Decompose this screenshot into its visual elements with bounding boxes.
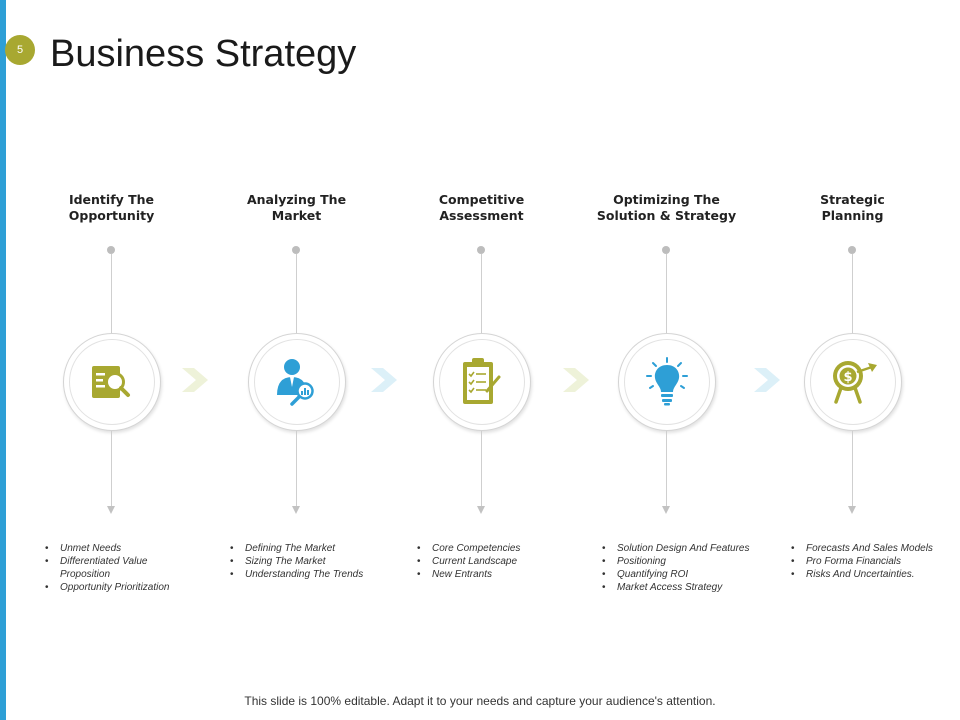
list-item: Forecasts And Sales Models [791,542,941,555]
icon-circle-inner: $ [809,339,896,425]
step-title-line1: Competitive [438,192,525,207]
list-item: New Entrants [417,568,567,581]
connector-line-bottom [110,431,112,507]
connector-dot [662,246,670,254]
list-item: Positioning [602,555,752,568]
icon-circle: $ [803,333,902,431]
list-item: Risks And Uncertainties. [791,568,941,581]
connector-dot [477,246,485,254]
icon-circle [617,333,716,431]
icon-circle-inner [623,339,710,425]
connector-line-bottom [665,431,667,507]
arrow-down-icon [107,506,115,514]
arrow-down-icon [292,506,300,514]
footer-note: This slide is 100% editable. Adapt it to… [244,694,716,708]
list-item: Quantifying ROI [602,568,752,581]
connector-line-top [110,254,112,334]
lightbulb-icon [645,357,688,406]
step-title-line2: Planning [821,208,884,223]
icon-circle-inner [438,339,525,425]
arrow-down-icon [662,506,670,514]
list-item: Sizing The Market [230,555,380,568]
connector-line-top [480,254,482,334]
connector-line-top [665,254,667,334]
step-strategic-planning: Strategic Planning $ Forecasts And Sales… [760,0,945,720]
connector-line-top [851,254,853,334]
arrow-down-icon [848,506,856,514]
connector-dot [107,246,115,254]
step-title-line2: Market [271,208,322,223]
list-item: Core Competencies [417,542,567,555]
person-analysis-icon [276,359,314,406]
step-bullet-list: Defining The Market Sizing The Market Un… [230,542,380,581]
step-competitive-assessment: Competitive Assessment Core Competencies… [389,0,574,720]
document-search-icon [91,366,130,398]
list-item: Unmet Needs [45,542,195,555]
step-title: Strategic Planning [760,192,945,224]
icon-circle [432,333,531,431]
step-identify-opportunity: Identify The Opportunity Unmet Needs Dif… [19,0,204,720]
left-accent-bar [0,0,6,720]
step-title: Optimizing The Solution & Strategy [574,192,759,224]
icon-circle [247,333,346,431]
step-title: Identify The Opportunity [19,192,204,224]
icon-circle-inner [68,339,155,425]
connector-line-top [295,254,297,334]
step-title-line1: Identify The [68,192,155,207]
chevron-right-icon [563,368,589,392]
step-title: Analyzing The Market [204,192,389,224]
step-title-line2: Solution & Strategy [596,208,737,223]
list-item: Defining The Market [230,542,380,555]
step-bullet-list: Solution Design And Features Positioning… [602,542,752,594]
step-analyzing-market: Analyzing The Market Defining The Market… [204,0,389,720]
list-item: Market Access Strategy [602,581,752,594]
list-item: Pro Forma Financials [791,555,941,568]
svg-text:$: $ [843,370,852,385]
step-title-line1: Optimizing The [613,192,720,207]
dollar-target-icon: $ [832,361,877,404]
chevron-right-icon [182,368,208,392]
icon-circle [62,333,161,431]
step-title: Competitive Assessment [389,192,574,224]
list-item: Solution Design And Features [602,542,752,555]
connector-line-bottom [480,431,482,507]
step-bullet-list: Forecasts And Sales Models Pro Forma Fin… [791,542,941,581]
icon-circle-inner [253,339,340,425]
chevron-right-icon [754,368,780,392]
step-title-line2: Assessment [439,208,524,223]
slide-title: Business Strategy [50,33,357,75]
step-optimizing-solution: Optimizing The Solution & Strategy [574,0,759,720]
step-title-line1: Strategic [820,192,885,207]
arrow-down-icon [477,506,485,514]
list-item: Differentiated Value Proposition [45,555,195,581]
chevron-right-icon [371,368,397,392]
list-item: Current Landscape [417,555,567,568]
list-item: Opportunity Prioritization [45,581,195,594]
slide-number-badge: 5 [5,35,35,65]
list-item: Understanding The Trends [230,568,380,581]
connector-line-bottom [851,431,853,507]
step-bullet-list: Core Competencies Current Landscape New … [417,542,567,581]
step-title-line1: Analyzing The [246,192,347,207]
step-title-line2: Opportunity [68,208,155,223]
step-bullet-list: Unmet Needs Differentiated Value Proposi… [45,542,195,594]
connector-dot [848,246,856,254]
connector-dot [292,246,300,254]
connector-line-bottom [295,431,297,507]
clipboard-checklist-icon [462,358,500,404]
